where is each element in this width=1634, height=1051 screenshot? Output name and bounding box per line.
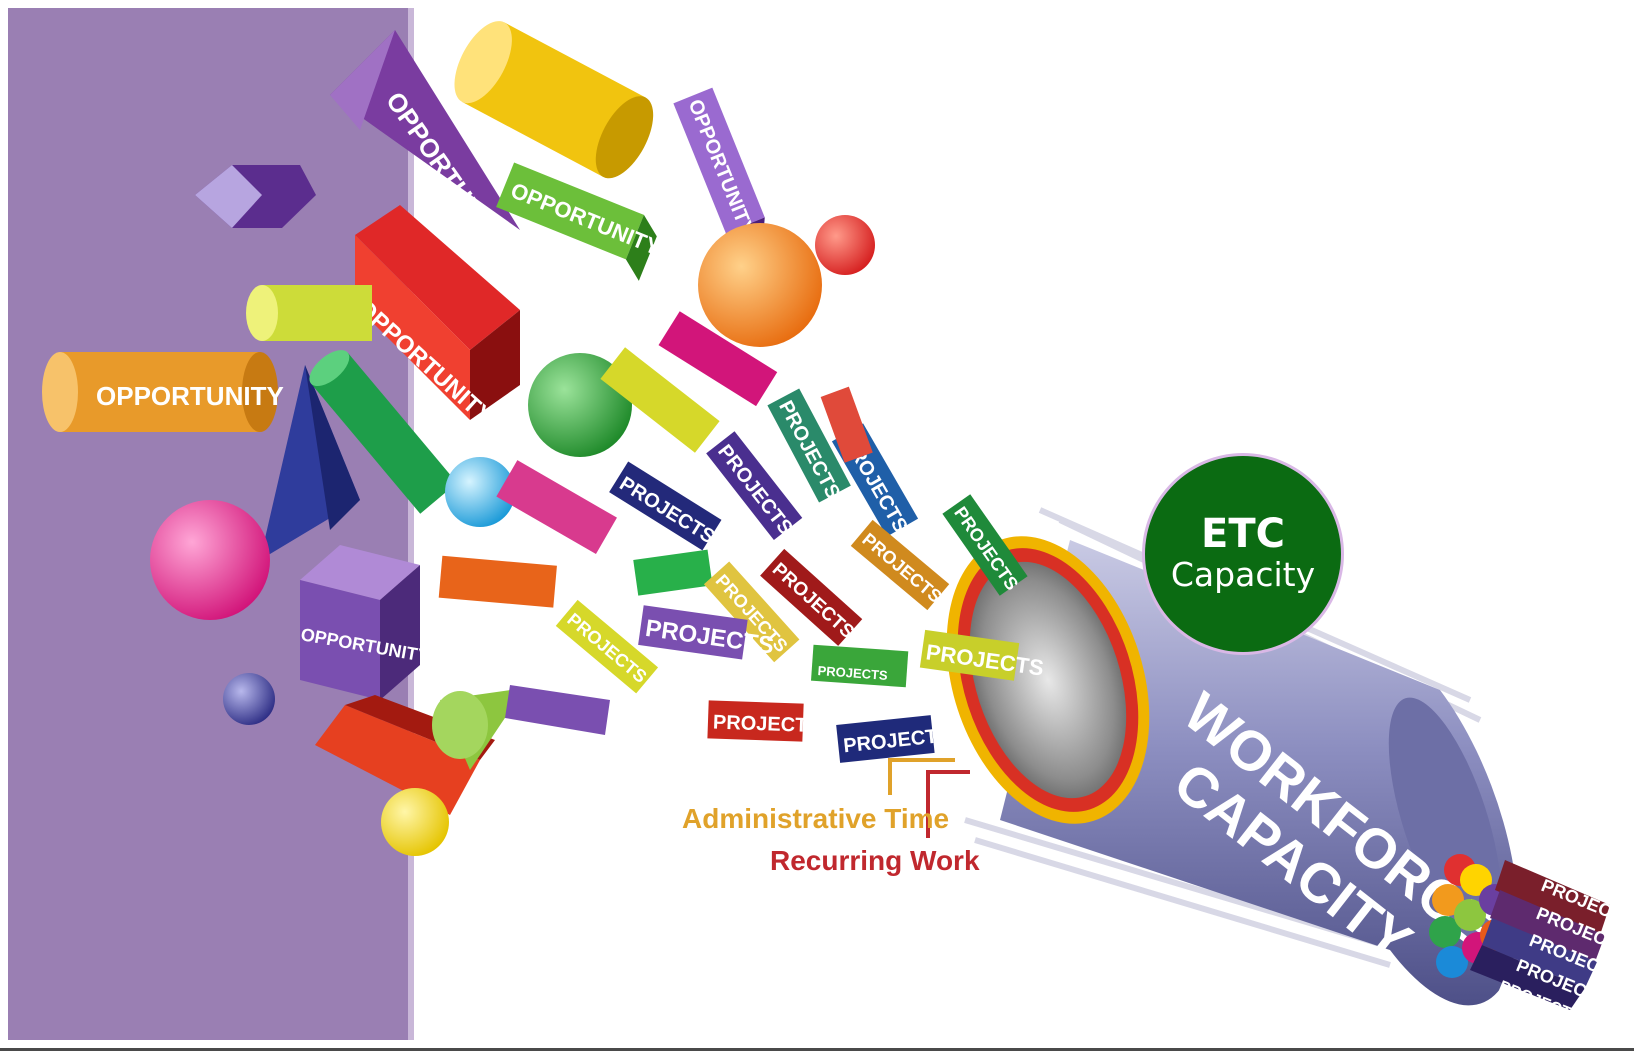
recurring-work-label: Recurring Work [770,845,980,876]
admin-time-label: Administrative Time [682,803,949,834]
yellow-sphere [381,788,449,856]
yellow-bar [600,347,720,453]
green-cylinder-shape [309,350,458,514]
yellow-cylinder-shape [454,21,654,179]
red-block-shape: OPPORTUNITY [351,205,520,430]
green-small-block [633,549,713,596]
projects-label-2: PROJECTS [713,441,797,540]
etc-capacity-badge: ETC Capacity [1145,456,1341,652]
red-sphere [815,215,875,275]
projects-label-13: PROJECTS [713,712,822,738]
magenta-bar [658,311,778,407]
projects-label-11: PROJECTS [817,663,888,683]
workforce-capacity-pipe: WORKFORCE CAPACITY [946,536,1518,1006]
orange-cylinder-shape: OPPORTUNITY [42,352,284,432]
purple-cube-shape: OPPORTUNITY [299,545,431,700]
admin-time-connector [888,758,955,795]
red-slab-shape [315,705,480,815]
orange-bar [438,555,557,608]
output-project-bundle: PROJECT PROJECT PROJECT PROJECT PROJECT [1429,854,1625,1022]
projects-label-6: PROJECTS [858,529,945,607]
pink-bar [496,460,617,555]
orange-sphere [698,223,822,347]
purple-flat-bar [505,685,610,735]
green-box-shape: OPPORTUNITY [496,162,664,281]
bottom-divider [0,1048,1634,1051]
opportunity-shapes: OPPORTUNITY OPPORTUNITY OPPORTUNITY OPPO… [42,21,765,856]
navy-sphere [223,673,275,725]
middle-shapes [438,215,875,608]
projects-label-10: PROJECTS [563,609,650,687]
blue-sphere [445,457,515,527]
etc-badge-subtitle: Capacity [1170,555,1316,595]
pink-sphere [150,500,270,620]
backdrop-shadow [408,8,414,1040]
legend-connectors [888,758,970,838]
lime-cylinder-shape [246,285,372,341]
opportunity-label-orange: OPPORTUNITY [96,381,284,411]
recurring-work-connector [926,770,970,838]
etc-badge-title: ETC [1201,511,1285,558]
